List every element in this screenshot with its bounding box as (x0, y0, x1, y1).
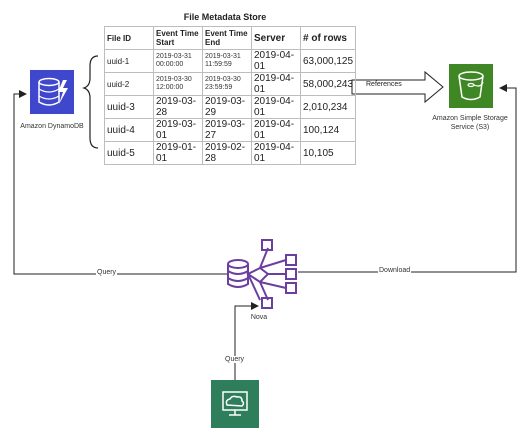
cell-file-id: uuid-5 (104, 141, 154, 165)
table-row: uuid-2 2019-03-30 12:00:00 2019-03-30 23… (104, 72, 357, 96)
nova-cluster-icon (227, 239, 297, 309)
dynamodb-icon (30, 70, 74, 114)
cell-file-id: uuid-1 (104, 49, 154, 73)
cell-server: 2019-04-01 (251, 72, 301, 96)
cell-event-start: 2019-03-31 00:00:00 (153, 49, 203, 73)
download-label: Download (378, 267, 412, 274)
query-label-bottom: Query (224, 356, 246, 363)
query-label-left: Query (96, 269, 118, 276)
table-title: File Metadata Store (183, 12, 267, 22)
header-event-end: Event Time End (202, 26, 252, 50)
cell-server: 2019-04-01 (251, 49, 301, 73)
workspaces-icon (211, 380, 259, 428)
cell-server: 2019-04-01 (251, 141, 301, 165)
cell-rows: 10,105 (299, 141, 357, 165)
nova-label: Nova (250, 314, 268, 321)
cell-file-id: uuid-4 (104, 118, 154, 142)
cell-event-end: 2019-03-31 11:59:59 (202, 49, 252, 73)
cell-server: 2019-04-01 (251, 118, 301, 142)
dynamodb-node (30, 70, 74, 114)
cell-event-start: 2019-01-01 (153, 141, 203, 165)
cell-event-start: 2019-03-01 (153, 118, 203, 142)
table-row: uuid-4 2019-03-01 2019-03-27 2019-04-01 … (104, 118, 357, 142)
references-label: References (366, 81, 402, 88)
cell-rows: 2,010,234 (299, 95, 357, 119)
header-rows: # of rows (299, 26, 357, 50)
workspace-node (211, 380, 259, 428)
cell-file-id: uuid-3 (104, 95, 154, 119)
cell-event-start: 2019-03-28 (153, 95, 203, 119)
s3-node (449, 64, 493, 108)
table-row: uuid-1 2019-03-31 00:00:00 2019-03-31 11… (104, 49, 357, 73)
table-header-row: File ID Event Time Start Event Time End … (104, 26, 357, 50)
cell-rows: 63,000,125 (299, 49, 357, 73)
cell-event-end: 2019-03-27 (202, 118, 252, 142)
cell-event-end: 2019-03-30 23:59:59 (202, 72, 252, 96)
cell-event-start: 2019-03-30 12:00:00 (153, 72, 203, 96)
query-edge-left (13, 90, 228, 275)
cell-event-end: 2019-02-28 (202, 141, 252, 165)
nova-node (224, 238, 300, 312)
cell-server: 2019-04-01 (251, 95, 301, 119)
cell-rows: 58,000,243 (299, 72, 357, 96)
header-server: Server (251, 26, 301, 50)
dynamodb-label: Amazon DynamoDB (20, 123, 84, 130)
cell-file-id: uuid-2 (104, 72, 154, 96)
table-row: uuid-3 2019-03-28 2019-03-29 2019-04-01 … (104, 95, 357, 119)
bucket-icon (449, 64, 493, 108)
query-edge-bottom (234, 302, 259, 380)
cell-rows: 100,124 (299, 118, 357, 142)
table-row: uuid-5 2019-01-01 2019-02-28 2019-04-01 … (104, 141, 357, 165)
s3-label: Amazon Simple Storage Service (S3) (432, 115, 508, 131)
metadata-table: File ID Event Time Start Event Time End … (104, 26, 357, 165)
header-event-start: Event Time Start (153, 26, 203, 50)
table-brace (82, 55, 99, 149)
header-file-id: File ID (104, 26, 154, 50)
cell-event-end: 2019-03-29 (202, 95, 252, 119)
references-arrow (351, 70, 444, 104)
